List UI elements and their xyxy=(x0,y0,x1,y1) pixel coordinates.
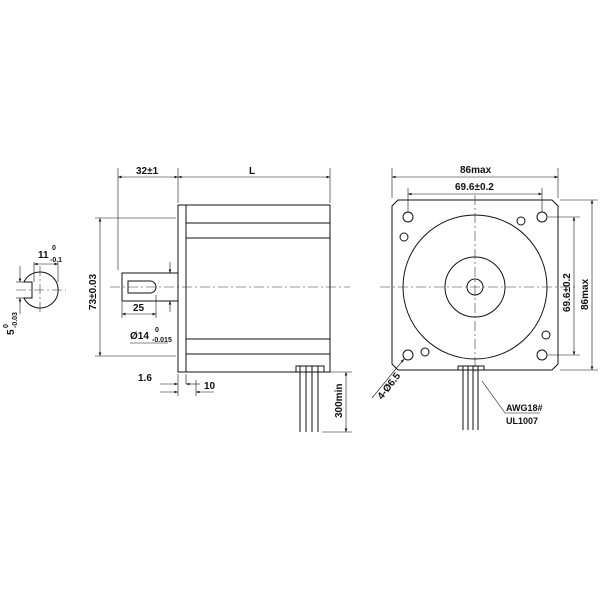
hole-spacing-h-label: 69.6±0.2 xyxy=(455,182,494,193)
shaft-length-label: 32±1 xyxy=(136,166,159,177)
side-view: 32±1 L 73±0.03 25 Ø14 0 -0.015 1.6 10 30… xyxy=(88,166,352,433)
body-length-label: L xyxy=(249,166,255,177)
mount-holes-label: 4-Ø6.5 xyxy=(376,371,404,402)
wire-standard-label: UL1007 xyxy=(506,416,538,426)
front-view: 86max 69.6±0.2 86max 69.6±0.2 4-Ø6.5 AWG… xyxy=(371,165,598,430)
flange-thickness-label: 1.6 xyxy=(138,373,152,384)
flat-width-tol-lower: -0.1 xyxy=(50,257,62,264)
shaft-diameter-tol-upper: 0 xyxy=(155,327,159,334)
wire-gauge-label: AWG18# xyxy=(506,403,543,413)
hole-spacing-v-label: 69.6±0.2 xyxy=(562,273,573,312)
height-label: 86max xyxy=(580,278,591,310)
key-depth-label: 5 xyxy=(6,329,17,335)
lead-length-label: 300min xyxy=(334,384,345,418)
shaft-section-view: 11 0 -0.1 5 0 -0.03 xyxy=(3,245,66,335)
flat-width-tol-upper: 0 xyxy=(52,245,56,252)
key-depth-tol-upper: 0 xyxy=(3,324,10,328)
flange-depth-label: 10 xyxy=(204,381,216,392)
pilot-diameter-label: 73±0.03 xyxy=(88,273,99,310)
key-depth-tol-lower: -0.03 xyxy=(12,312,19,328)
shaft-diameter-tol-lower: -0.015 xyxy=(152,337,172,344)
flat-width-label: 11 xyxy=(38,250,49,261)
width-label: 86max xyxy=(460,165,492,176)
key-length-label: 25 xyxy=(133,303,145,314)
shaft-diameter-label: Ø14 xyxy=(130,331,149,342)
